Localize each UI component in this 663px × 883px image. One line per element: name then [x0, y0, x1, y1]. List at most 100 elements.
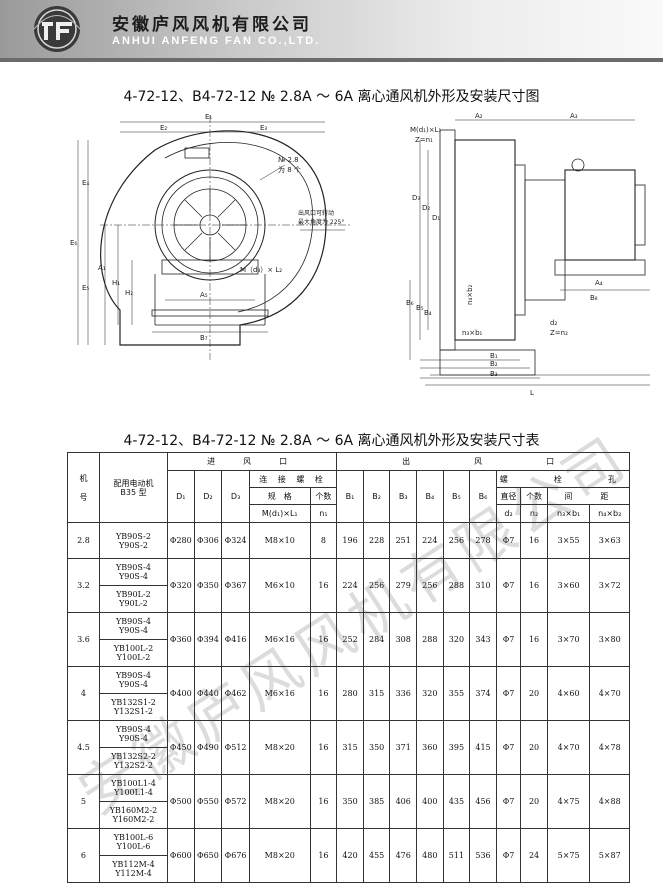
cell-n2: 24 [520, 828, 548, 883]
cell-n1: 16 [309, 774, 338, 829]
label-hole-n2: Z=n₂ [550, 329, 568, 337]
cell-d1: Φ360 [167, 612, 195, 667]
cell-n4b2: 5×87 [589, 828, 630, 883]
cell-b5: 320 [442, 612, 471, 667]
cell-spec: M6×16 [248, 612, 311, 667]
cell-d2: Φ7 [495, 522, 522, 559]
cell-d2: Φ440 [193, 666, 223, 721]
cell-b1: 252 [336, 612, 364, 667]
cell-spec: M8×20 [248, 774, 311, 829]
header-d1: D₁ [167, 470, 195, 523]
cell-n4b2: 4×78 [589, 720, 630, 775]
cell-b2: 350 [362, 720, 391, 775]
cell-motor: YB90S-4 Y90S-4 [98, 666, 169, 694]
cell-motor: YB90S-2 Y90S-2 [98, 522, 169, 559]
cell-n3b1: 4×70 [546, 720, 591, 775]
company-header: 安徽庐风风机有限公司 ANHUI ANFENG FAN CO.,LTD. [0, 0, 663, 58]
cell-spec: M8×10 [248, 522, 311, 559]
cell-motor: YB132S1-2 Y132S1-2 [98, 693, 169, 721]
cell-b2: 228 [362, 522, 391, 559]
cell-n2: 16 [520, 558, 548, 613]
label-e6: E₆ [70, 239, 77, 247]
cell-n3b1: 5×75 [546, 828, 591, 883]
cell-d2: Φ7 [495, 720, 522, 775]
header-n1: n₁ [309, 504, 338, 523]
header-d2: D₂ [193, 470, 223, 523]
drawing-title: 4-72-12、B4-72-12 № 2.8A ～ 6A 离心通风机外形及安装尺… [123, 89, 540, 105]
label-pitch-1: n₃×b₁ [462, 329, 483, 337]
cell-d3: Φ572 [221, 774, 250, 829]
cell-d3: Φ512 [221, 720, 250, 775]
label-b5: B₅ [416, 304, 424, 312]
label-a4: A₄ [595, 279, 603, 287]
cell-n1: 16 [309, 558, 338, 613]
cell-b3: 406 [389, 774, 418, 829]
header-divider [0, 58, 663, 62]
cell-motor: YB160M2-2 Y160M2-2 [98, 801, 169, 829]
cell-d1: Φ400 [167, 666, 195, 721]
cell-b4: 288 [416, 612, 444, 667]
cell-d2: Φ650 [193, 828, 223, 883]
cell-d1: Φ280 [167, 522, 195, 559]
header-b5: B₅ [442, 470, 471, 523]
cell-motor: YB112M-4 Y112M-4 [98, 855, 169, 883]
cell-d3: Φ676 [221, 828, 250, 883]
cell-machine-no: 3.2 [67, 558, 100, 613]
cell-b1: 315 [336, 720, 364, 775]
cell-b4: 256 [416, 558, 444, 613]
label-b1: B₁ [490, 352, 498, 360]
header-bolt: 连 接 螺 栓 [248, 470, 338, 488]
cell-b5: 288 [442, 558, 471, 613]
header-d2-hole: d₂ [495, 504, 522, 523]
cell-n4b2: 4×88 [589, 774, 630, 829]
cell-b2: 315 [362, 666, 391, 721]
cell-b6: 456 [469, 774, 497, 829]
cell-motor: YB100L-6 Y100L-6 [98, 828, 169, 856]
cell-d2: Φ7 [495, 612, 522, 667]
cell-n3b1: 3×55 [546, 522, 591, 559]
cell-b5: 435 [442, 774, 471, 829]
cell-n2: 20 [520, 774, 548, 829]
label-e2: E₂ [160, 124, 167, 132]
cell-d2: Φ350 [193, 558, 223, 613]
header-n2: n₂ [520, 504, 548, 523]
cell-spec: M6×10 [248, 558, 311, 613]
cell-b3: 371 [389, 720, 418, 775]
header-n3b1: n₃×b₁ [546, 504, 591, 523]
cell-d3: Φ462 [221, 666, 250, 721]
cell-motor: YB100L1-4 Y100L1-4 [98, 774, 169, 802]
cell-b5: 256 [442, 522, 471, 559]
cell-motor: YB90S-4 Y90S-4 [98, 720, 169, 748]
cell-b5: 395 [442, 720, 471, 775]
cell-spec: M8×20 [248, 828, 311, 883]
cell-n4b2: 4×70 [589, 666, 630, 721]
cell-n1: 16 [309, 612, 338, 667]
company-name-cn: 安徽庐风风机有限公司 [112, 15, 312, 35]
header-b4: B₄ [416, 470, 444, 523]
cell-b1: 350 [336, 774, 364, 829]
header-diameter: 直径 [495, 487, 522, 505]
label-b6: B₆ [406, 299, 414, 307]
label-b2: B₂ [490, 360, 498, 368]
cell-n2: 20 [520, 720, 548, 775]
cell-n1: 16 [309, 828, 338, 883]
label-rotate-2: 最大角度为 225° [298, 218, 344, 226]
cell-machine-no: 4 [67, 666, 100, 721]
cell-n1: 8 [309, 522, 338, 559]
header-inlet: 进 风 口 [167, 452, 338, 471]
label-no: № 2.8 [278, 156, 299, 164]
cell-b6: 374 [469, 666, 497, 721]
cell-n2: 20 [520, 666, 548, 721]
header-machine-no: 机号 [67, 452, 100, 523]
label-b8: B₈ [590, 294, 598, 302]
cell-b6: 536 [469, 828, 497, 883]
cell-b2: 455 [362, 828, 391, 883]
label-flange-2: Z=n₁ [415, 136, 433, 144]
cell-b3: 336 [389, 666, 418, 721]
cell-b6: 278 [469, 522, 497, 559]
